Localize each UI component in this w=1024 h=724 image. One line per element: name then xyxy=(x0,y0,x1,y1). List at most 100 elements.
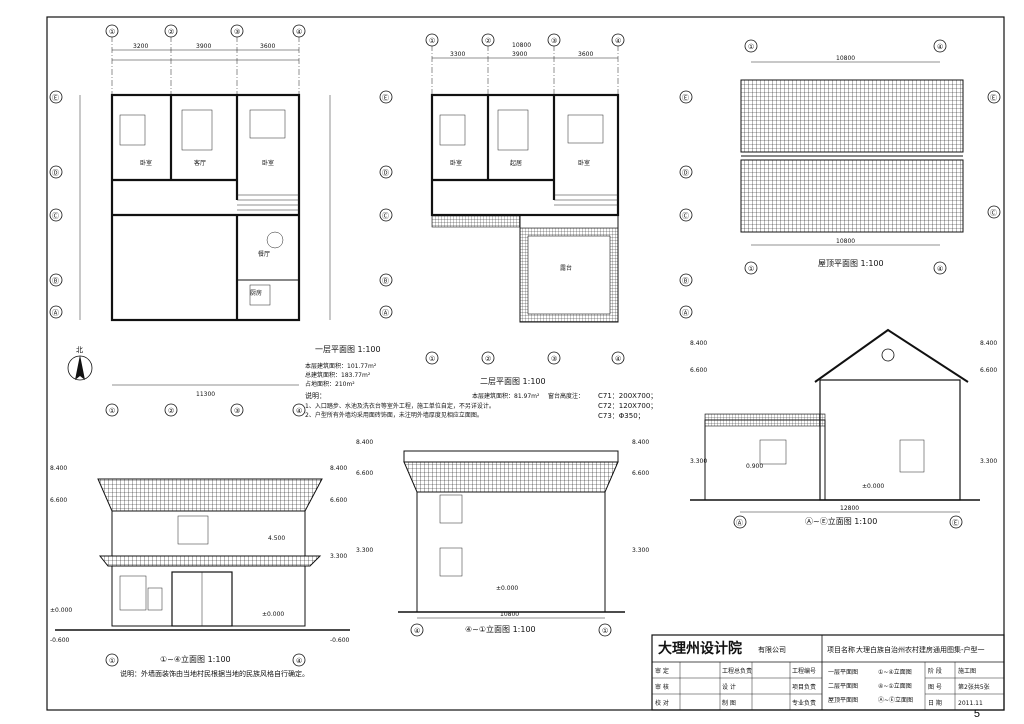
svg-text:3.300: 3.300 xyxy=(690,458,707,465)
elev-side-title: Ⓐ~Ⓔ立面图 1:100 xyxy=(805,516,877,526)
svg-text:第2张共5张: 第2张共5张 xyxy=(958,683,990,691)
area-note: 占地面积：210m² xyxy=(305,380,355,388)
room-label: 卧室 xyxy=(578,159,590,167)
svg-text:3900: 3900 xyxy=(512,51,527,58)
plan1-stair xyxy=(237,194,299,211)
svg-text:4.500: 4.500 xyxy=(268,535,285,542)
svg-text:±0.000: ±0.000 xyxy=(262,611,284,618)
svg-text:6.600: 6.600 xyxy=(330,497,347,504)
plan1-col-label: ④ xyxy=(296,28,302,36)
window-legend-item: C71：200X700； xyxy=(598,392,657,400)
svg-text:3.300: 3.300 xyxy=(356,547,373,554)
roof-tile-north xyxy=(740,79,964,153)
svg-text:Ⓒ: Ⓒ xyxy=(52,212,59,220)
svg-text:审 核: 审 核 xyxy=(655,683,669,691)
svg-text:审 定: 审 定 xyxy=(655,667,669,675)
svg-text:Ⓔ: Ⓔ xyxy=(990,94,997,102)
company-suffix: 有限公司 xyxy=(758,645,786,654)
svg-text:①: ① xyxy=(748,265,754,273)
svg-text:Ⓔ: Ⓔ xyxy=(682,94,689,102)
svg-text:8.400: 8.400 xyxy=(330,465,347,472)
room-label: 露台 xyxy=(560,264,572,272)
svg-text:Ⓔ: Ⓔ xyxy=(52,94,59,102)
svg-text:Ⓔ: Ⓔ xyxy=(382,94,389,102)
svg-text:Ⓐ: Ⓐ xyxy=(382,309,389,317)
notes-label: 说明： xyxy=(305,391,326,400)
svg-text:④: ④ xyxy=(937,265,943,273)
svg-text:Ⓒ: Ⓒ xyxy=(990,209,997,217)
svg-text:6.600: 6.600 xyxy=(356,470,373,477)
svg-text:6.600: 6.600 xyxy=(50,497,67,504)
svg-text:④: ④ xyxy=(414,627,420,635)
svg-text:施工图: 施工图 xyxy=(958,667,976,675)
plan1-outer-wall xyxy=(110,93,301,322)
roof-tile-south xyxy=(740,159,964,233)
north-arrow-icon: 北 xyxy=(67,346,93,381)
area-note: 本层建筑面积：81.97m² xyxy=(472,392,540,400)
window-legend-label: 窗台高度注： xyxy=(548,392,584,400)
svg-text:①~④立面图: ①~④立面图 xyxy=(878,668,912,676)
svg-text:Ⓑ: Ⓑ xyxy=(682,277,689,285)
note-item: 1、入口踏步、水池及洗衣台等室外工程，施工单位自定，不另详设计。 xyxy=(305,402,495,410)
svg-text:±0.000: ±0.000 xyxy=(496,585,518,592)
svg-text:8.400: 8.400 xyxy=(690,340,707,347)
svg-text:8.400: 8.400 xyxy=(980,340,997,347)
svg-text:③: ③ xyxy=(234,407,240,415)
svg-text:阶 段: 阶 段 xyxy=(928,667,942,675)
svg-text:制 图: 制 图 xyxy=(722,699,736,707)
svg-text:③: ③ xyxy=(551,37,557,45)
back-elevation: 8.400 6.600 3.300 8.400 6.600 3.300 ±0.0… xyxy=(356,439,649,637)
svg-text:图 号: 图 号 xyxy=(928,684,942,691)
svg-text:①: ① xyxy=(748,43,754,51)
svg-text:8.400: 8.400 xyxy=(632,439,649,446)
svg-text:Ⓒ: Ⓒ xyxy=(682,212,689,220)
room-label: 厨房 xyxy=(250,289,262,297)
svg-text:3.300: 3.300 xyxy=(980,458,997,465)
svg-text:①: ① xyxy=(109,407,115,415)
front-elevation: 8.400 6.600 ±0.000 -0.600 8.400 6.600 3.… xyxy=(50,465,350,678)
roof-plan: ① ④ 10800 Ⓔ Ⓒ 10800 ① ④ 屋顶平面图 1:100 xyxy=(740,39,1001,275)
svg-text:①: ① xyxy=(429,355,435,363)
project-name: 大理白族自治州农村建房通用图集-户型一 xyxy=(856,645,985,654)
svg-text:二层平面图: 二层平面图 xyxy=(828,683,858,690)
svg-text:Ⓐ~Ⓔ立面图: Ⓐ~Ⓔ立面图 xyxy=(878,696,913,704)
svg-text:北: 北 xyxy=(76,346,83,354)
svg-text:±0.000: ±0.000 xyxy=(50,607,72,614)
svg-text:3.300: 3.300 xyxy=(632,547,649,554)
side-elevation: 8.400 6.600 3.300 0.900 ±0.000 8.400 6.6… xyxy=(690,328,997,529)
svg-text:校 对: 校 对 xyxy=(655,699,669,707)
room-label: 卧室 xyxy=(450,159,462,167)
plan1-dim: 3200 xyxy=(133,43,148,50)
svg-text:屋顶平面图: 屋顶平面图 xyxy=(828,697,858,704)
svg-text:Ⓐ: Ⓐ xyxy=(682,309,689,317)
svg-text:工程编号: 工程编号 xyxy=(792,667,816,675)
svg-text:Ⓐ: Ⓐ xyxy=(52,309,59,317)
svg-text:Ⓓ: Ⓓ xyxy=(682,169,689,177)
svg-text:③: ③ xyxy=(551,355,557,363)
svg-text:2011.11: 2011.11 xyxy=(958,700,983,707)
svg-text:-0.600: -0.600 xyxy=(330,637,350,644)
svg-text:日 期: 日 期 xyxy=(928,699,942,707)
svg-text:④: ④ xyxy=(937,43,943,51)
plan1-dim: 3600 xyxy=(260,43,275,50)
plan1-col-label: ② xyxy=(168,28,174,36)
plan1-col-label: ③ xyxy=(234,28,240,36)
svg-text:10800: 10800 xyxy=(836,55,855,62)
svg-text:Ⓓ: Ⓓ xyxy=(52,169,59,177)
svg-text:10800: 10800 xyxy=(512,42,531,49)
plan1-title: 一层平面图 1:100 xyxy=(315,345,381,354)
svg-text:Ⓑ: Ⓑ xyxy=(382,277,389,285)
svg-text:④: ④ xyxy=(615,37,621,45)
svg-text:④: ④ xyxy=(296,407,302,415)
svg-text:①: ① xyxy=(429,37,435,45)
svg-text:6.600: 6.600 xyxy=(690,367,707,374)
svg-text:④: ④ xyxy=(615,355,621,363)
window-legend-item: C73：Φ350； xyxy=(598,412,645,420)
plan1-bottom-bubbles: 11300 ① ② ③ ④ xyxy=(105,384,306,417)
area-note: 本层建筑面积：101.77m² xyxy=(305,362,377,370)
svg-text:Ⓑ: Ⓑ xyxy=(52,277,59,285)
svg-text:0.900: 0.900 xyxy=(746,463,763,470)
company-name: 大理州设计院 xyxy=(658,640,742,657)
upper-floor-plan: ① ② ③ ④ 3300 3900 3600 10800 卧室 起居 卧室 露台… xyxy=(379,33,693,420)
